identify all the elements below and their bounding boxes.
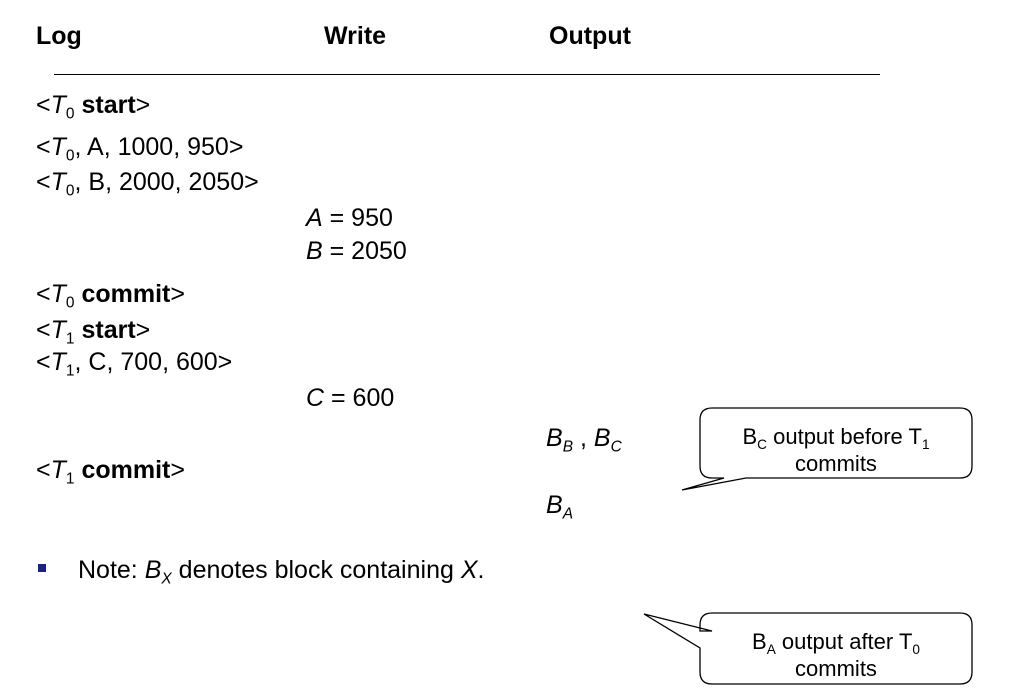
log-t0-start: <T0 start> [36, 91, 151, 123]
log-t1-commit: <T1 commit> [36, 456, 185, 488]
write-b: B = 2050 [306, 237, 407, 265]
callout-ba-shape [643, 612, 973, 685]
note-text: Note: BX denotes block containing X. [78, 556, 485, 588]
write-a: A = 950 [306, 204, 393, 232]
bullet-icon [38, 564, 46, 572]
log-t0-commit: <T0 commit> [36, 280, 185, 312]
log-t0-update-b: <T0, B, 2000, 2050> [36, 168, 259, 200]
callout-bc-text: BC output before T1 commits [742, 424, 930, 476]
output-bb-bc: BB , BC [546, 424, 622, 456]
log-t1-start: <T1 start> [36, 316, 151, 348]
write-c: C = 600 [306, 384, 395, 412]
callout-ba-text: BA output after T0 commits [752, 629, 920, 681]
header-divider [54, 74, 880, 75]
column-header-write: Write [324, 22, 387, 50]
output-ba: BA [546, 491, 574, 523]
callout-bc-shape [681, 407, 973, 491]
log-t1-update-c: <T1, C, 700, 600> [36, 348, 233, 380]
column-header-log: Log [36, 22, 82, 50]
log-t0-update-a: <T0, A, 1000, 950> [36, 133, 244, 165]
column-header-output: Output [549, 22, 631, 50]
